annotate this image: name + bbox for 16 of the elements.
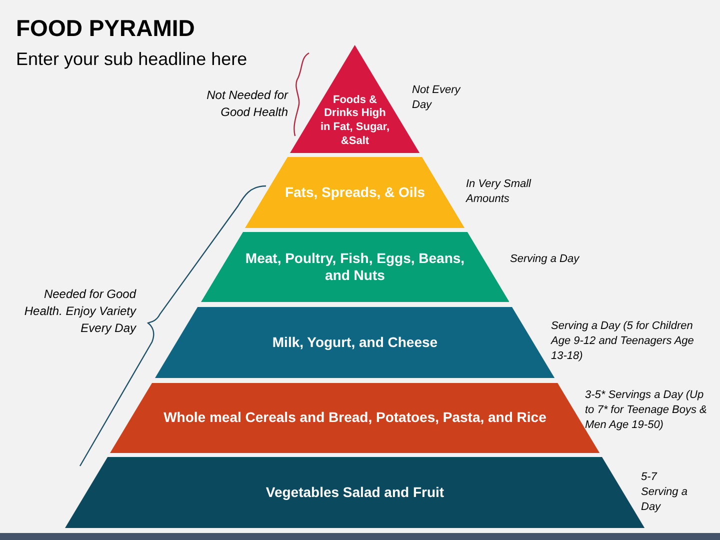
serving-note: Serving a Day [510,252,580,267]
subtitle: Enter your sub headline here [16,48,248,70]
tier-label: Fats, Spreads, & Oils [284,184,426,202]
tier-label: Vegetables Salad and Fruit [266,484,444,502]
bracket-label: Not Needed for Good Health [206,87,288,121]
serving-note: Serving a Day (5 for Children Age 9-12 and Teenagers Age 13-18) [551,319,695,364]
tier-label: Whole meal Cereals and Bread, Potatoes, Pasta, and Rice [164,409,546,427]
tier-label: Foods & Drinks High in Fat, Sugar, &Salt [319,94,391,148]
bracket-label: Needed for Good Health. Enjoy Variety Every Day [23,286,136,337]
title: FOOD PYRAMID [16,14,195,43]
serving-note: 3-5* Servings a Day (Up to 7* for Teenage Boys & Men Age 19-50) [585,388,708,433]
tier-label: Milk, Yogurt, and Cheese [272,334,438,352]
serving-note: 5-7 Serving a Day [641,470,688,515]
serving-note: Not Every Day [412,83,462,113]
serving-note: In Very Small Amounts [466,177,532,207]
tier-label: Meat, Poultry, Fish, Eggs, Beans, and Nuts [244,250,466,284]
